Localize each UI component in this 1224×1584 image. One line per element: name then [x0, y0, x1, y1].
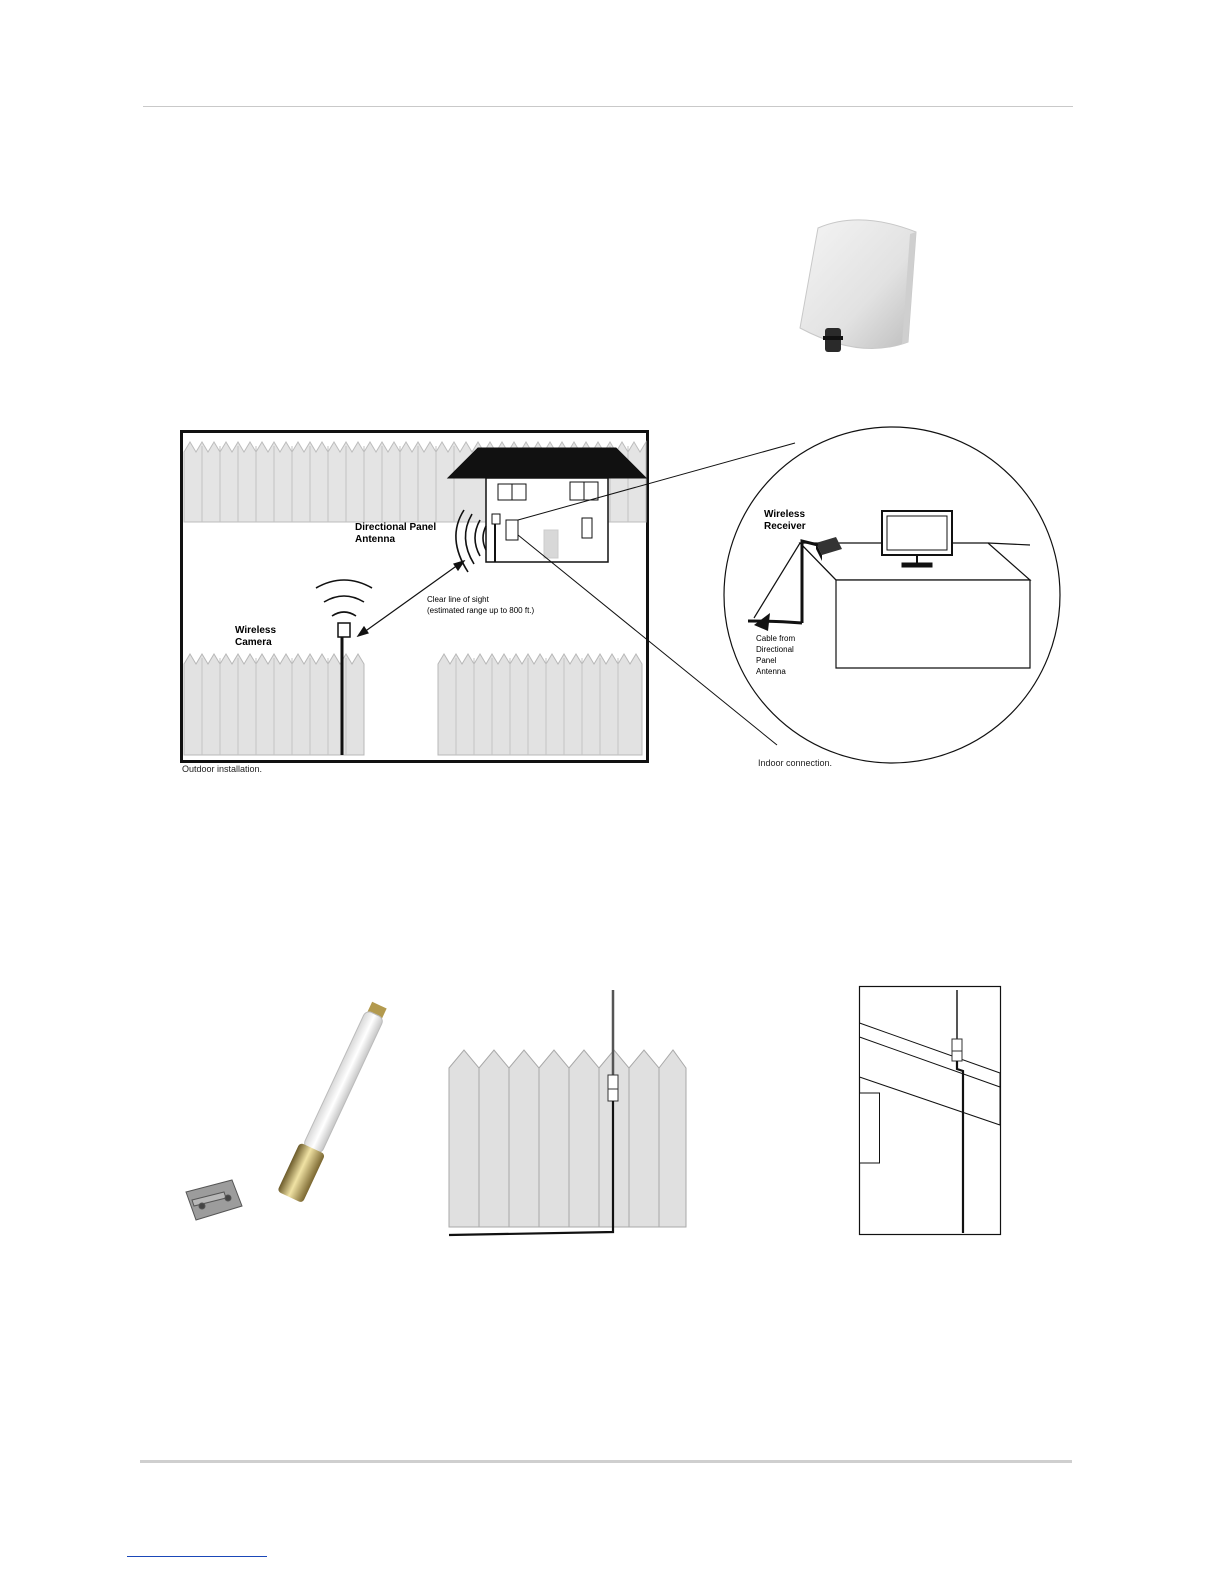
label-sight-line1: Clear line of sight	[427, 595, 490, 604]
outdoor-caption: Outdoor installation.	[182, 764, 262, 774]
front-fence-left	[184, 654, 364, 755]
indoor-connection-illustration: Wireless Receiver Cable from Directional…	[718, 425, 1068, 765]
fence-mount-illustration	[445, 985, 690, 1240]
top-rule	[143, 106, 1073, 107]
label-cable-line2: Directional	[756, 645, 794, 654]
label-antenna-line2: Antenna	[355, 534, 395, 545]
wall-mount-illustration	[858, 985, 1003, 1237]
label-camera-line2: Camera	[235, 637, 272, 648]
mount-bracket	[186, 1180, 242, 1220]
label-receiver-line1: Wireless	[764, 509, 805, 520]
label-cable-line4: Antenna	[756, 667, 786, 676]
label-cable-line1: Cable from	[756, 634, 795, 643]
omni-antenna-photo	[180, 980, 390, 1230]
footer-link-underline[interactable]	[127, 1556, 267, 1557]
label-receiver-line2: Receiver	[764, 521, 806, 532]
panel-antenna-photo	[790, 210, 930, 360]
label-camera-line1: Wireless	[235, 625, 276, 636]
indoor-caption: Indoor connection.	[758, 758, 832, 768]
label-antenna-line1: Directional Panel	[355, 522, 436, 533]
label-cable-line3: Panel	[756, 656, 777, 665]
bottom-rule	[140, 1460, 1072, 1463]
